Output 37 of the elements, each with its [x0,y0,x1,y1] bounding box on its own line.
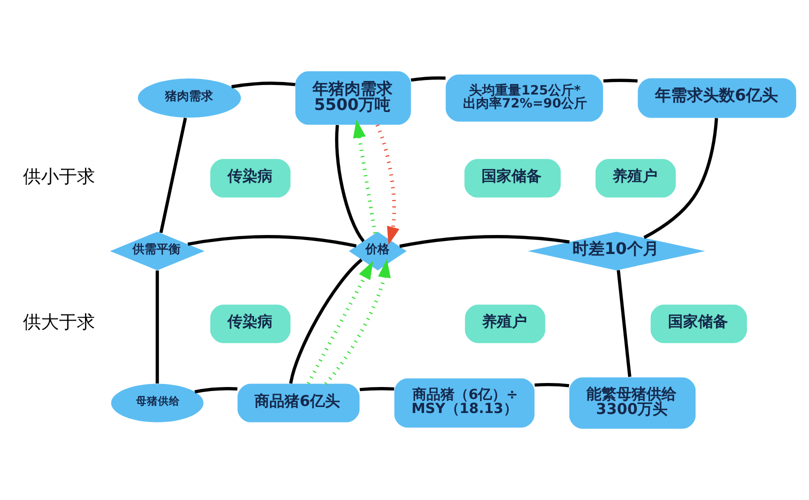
node-ellipse: 猪肉需求 [138,78,241,118]
node-ellipse: 母猪供给 [111,384,204,422]
node-box: 养殖户 [464,304,546,344]
connector [156,270,159,384]
connector [534,382,570,388]
connector [335,124,365,242]
label: 供大于求 [22,312,95,334]
connector [410,76,446,82]
connector [616,270,632,377]
arrow [376,124,400,245]
connector [289,258,363,384]
connector [603,78,638,83]
node-box: 国家储备 [650,304,747,344]
node-diamond: 时差10个月 [528,232,706,270]
node-box: 头均重量125公斤*出肉率72%=90公斤 [446,74,604,122]
connector [643,118,718,239]
node-box: 传染病 [210,304,291,344]
node-box: 传染病 [210,159,291,198]
node-box: 能繁母猪供给3300万头 [569,377,696,429]
connector [194,387,238,394]
node-box: 养殖户 [596,159,676,198]
connector [360,386,394,392]
node-box: 国家储备 [464,159,561,198]
connector [231,82,296,88]
node-box: 年猪肉需求5500万吨 [295,71,411,125]
arrow [324,259,391,385]
connector [399,235,570,248]
node-box: 年需求头数6亿头 [638,78,796,118]
arrow [306,260,374,384]
connector [188,235,357,248]
label: 供小于求 [22,166,95,188]
arrow [353,119,377,234]
node-diamond: 供需平衡 [110,232,205,270]
node-box: 商品猪（6亿）÷MSY（18.13） [394,378,535,428]
node-box: 商品猪6亿头 [238,384,360,422]
connector [159,118,187,234]
node-diamond: 价格 [348,232,407,270]
